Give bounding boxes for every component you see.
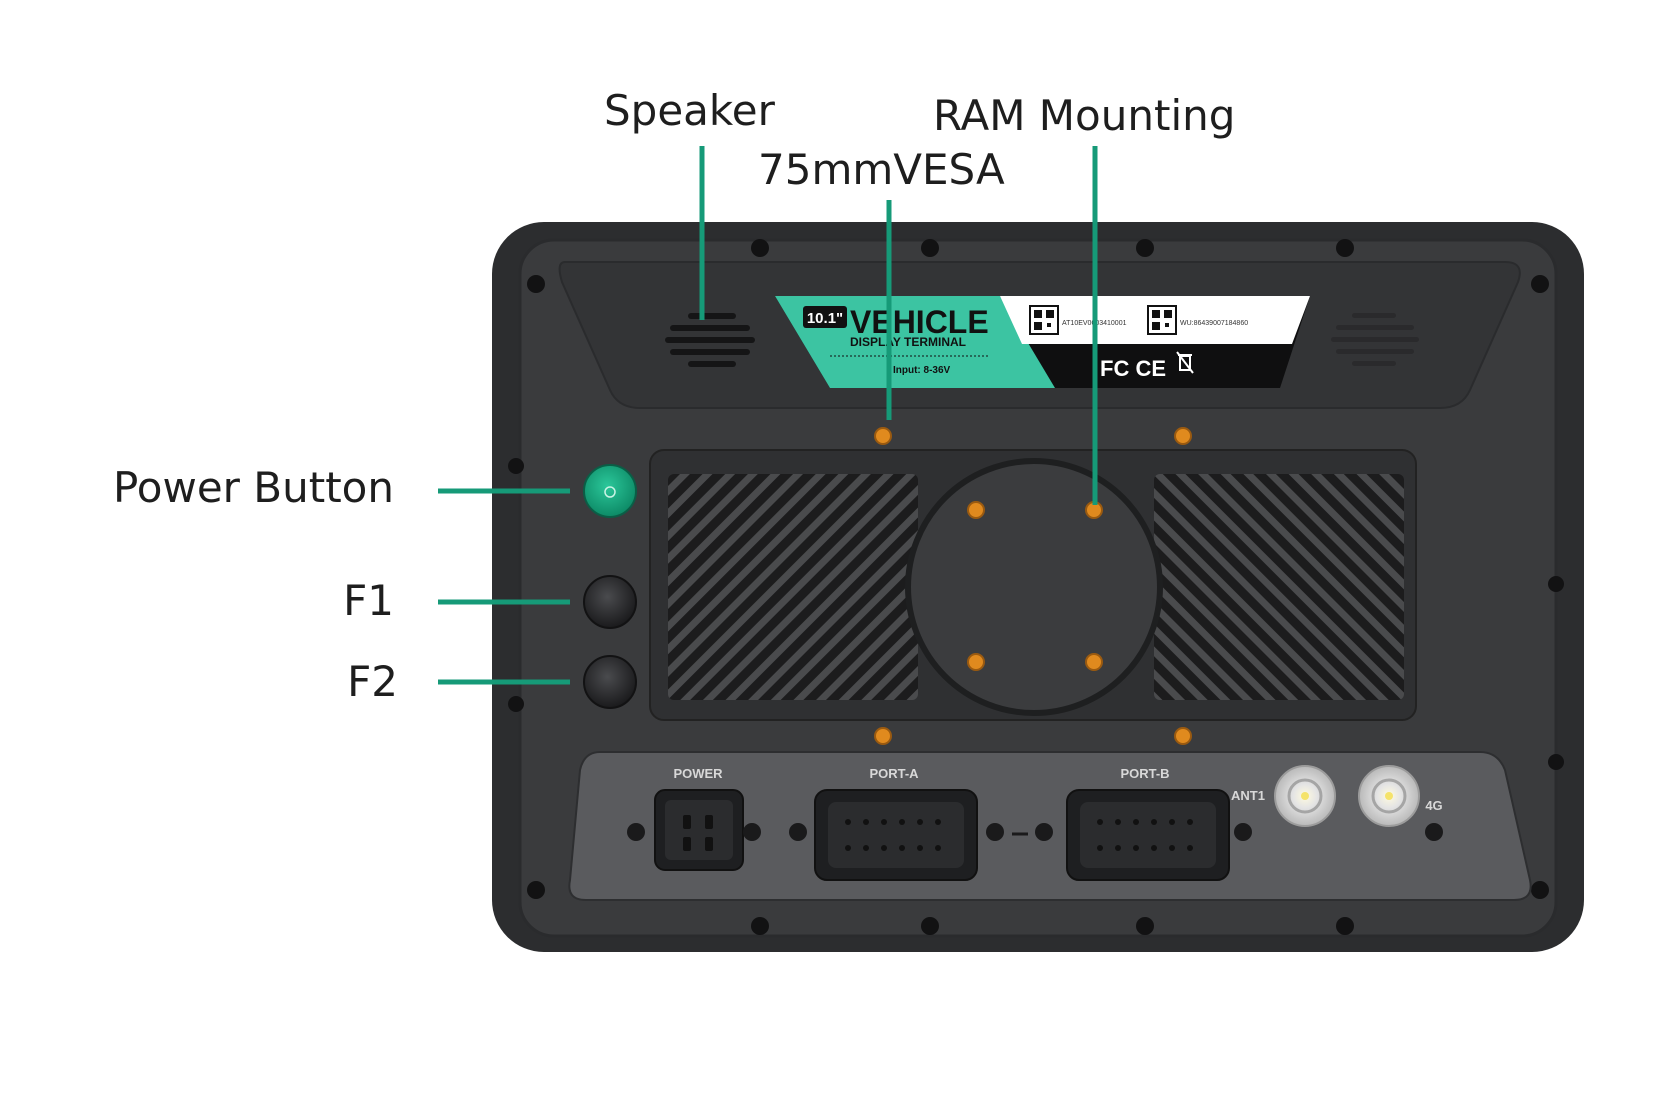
callout-lines <box>438 146 1098 685</box>
port-label-4g: 4G <box>1425 798 1442 813</box>
speaker-label: Speaker <box>604 86 776 135</box>
f1-button[interactable] <box>583 575 637 629</box>
vesa-screws <box>874 427 1192 745</box>
port-a-connector[interactable] <box>814 789 978 881</box>
vesa-label: 75mmVESA <box>758 145 1005 194</box>
port-label-port-a: PORT-A <box>869 766 919 781</box>
qr-code-icon <box>1147 305 1177 335</box>
product-name: VEHICLE <box>850 304 989 340</box>
panel-bolts <box>627 823 1443 841</box>
f2-button[interactable] <box>583 655 637 709</box>
ram-screws <box>967 501 1103 671</box>
port-label-port-b: PORT-B <box>1120 766 1169 781</box>
power-icon <box>604 486 616 498</box>
ant1-connector[interactable] <box>1274 765 1336 827</box>
ram-mount-plate <box>905 458 1163 716</box>
port-b-connector[interactable] <box>1066 789 1230 881</box>
qr-code-icon <box>1029 305 1059 335</box>
port-label-ant1: ANT1 <box>1231 788 1265 803</box>
size-badge-bg <box>803 306 847 328</box>
power-button[interactable] <box>583 464 637 518</box>
speaker-grille-right <box>1331 313 1419 366</box>
certification-marks: FC CE <box>1100 356 1166 381</box>
vent-right <box>1154 474 1404 700</box>
size-badge: 10.1" <box>807 310 843 327</box>
weee-bin-icon <box>1176 351 1194 374</box>
power-connector[interactable] <box>654 789 744 871</box>
power-button-label: Power Button <box>113 463 394 512</box>
product-subtitle: DISPLAY TERMINAL <box>850 335 966 349</box>
vent-left <box>668 474 918 700</box>
4g-connector[interactable] <box>1358 765 1420 827</box>
edge-screws <box>508 239 1564 935</box>
f2-label: F2 <box>347 657 398 706</box>
input-spec: Input: 8-36V <box>893 365 951 376</box>
ram-mounting-label: RAM Mounting <box>933 91 1235 140</box>
f1-label: F1 <box>343 576 394 625</box>
product-label: 10.1" VEHICLE DISPLAY TERMINAL Input: 8-… <box>775 296 1310 388</box>
speaker-grille-left <box>665 313 755 367</box>
serial-number-2: WU:86439007184860 <box>1180 320 1248 327</box>
port-label-power: POWER <box>673 766 723 781</box>
